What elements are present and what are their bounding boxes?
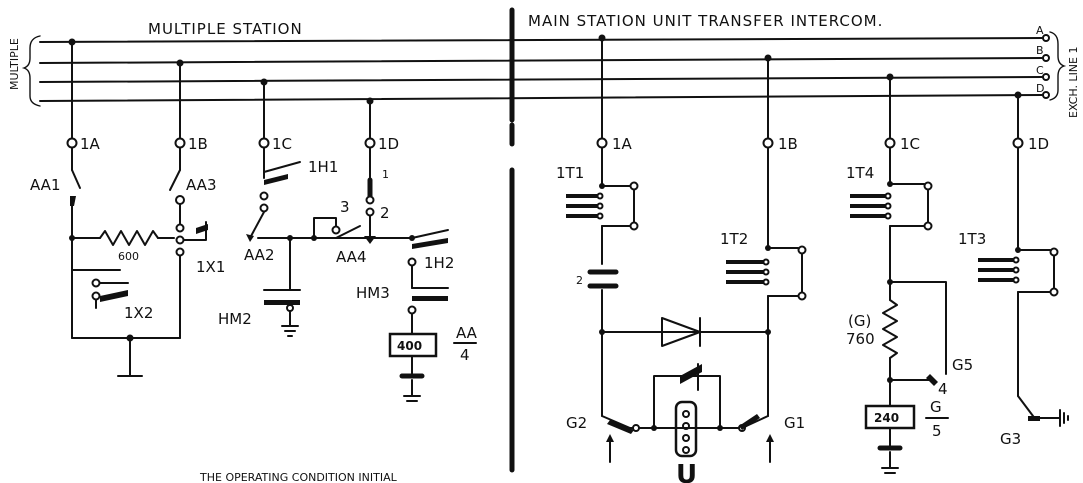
multiple-station-drops [66,38,376,149]
lamp-label: U [676,460,697,483]
main-station-title: MAIN STATION UNIT TRANSFER INTERCOM. [528,12,883,30]
label-g2: G2 [566,414,587,432]
relay-g-name: G [930,398,942,416]
1x2-contact [71,269,129,309]
g5-sub: 4 [938,380,948,398]
1x1-contact [71,221,208,377]
ms-terminal-1b: 1B [188,135,208,153]
main-station-drops [596,34,1024,149]
multiple-station-title: MULTIPLE STATION [148,20,303,38]
point-2: 2 [380,204,390,222]
label-1t3: 1T3 [958,230,986,248]
diode [601,317,769,347]
hm2-contact [263,289,301,337]
label-g3: G3 [1000,430,1021,448]
resistor-760-value: 760 [846,330,875,348]
relay-400: 400 [388,332,438,402]
aa3-contact [169,147,185,226]
exch-line-label: EXCH. LINE 1 [1067,47,1080,118]
capacitor-2 [587,269,619,417]
main-terminal-1d: 1D [1028,135,1049,153]
jack-1t3 [978,147,1069,427]
jack-1t2 [726,147,807,417]
1h1-contact [246,147,301,242]
label-1h2: 1H2 [424,254,454,272]
relay-g-num: 5 [932,422,942,440]
label-1x2: 1X2 [124,304,153,322]
label-aa2: AA2 [244,246,274,264]
main-terminal-1c: 1C [900,135,920,153]
resistor-600 [71,230,175,246]
resistor-760 [882,299,938,407]
label-g1: G1 [784,414,805,432]
ms-terminal-1a: 1A [80,135,101,153]
label-1t4: 1T4 [846,164,874,182]
resistor-600-value: 600 [118,250,139,263]
ms-terminal-1d: 1D [378,135,399,153]
exch-brace [1049,31,1067,101]
relay-aa-num: 4 [460,346,470,364]
relay-240: 240 [864,404,916,474]
label-1x1: 1X1 [196,258,225,276]
bus-label-a: A [1036,24,1044,37]
relay-400-value: 400 [397,339,422,353]
main-terminal-1b: 1B [778,135,798,153]
label-hm2: HM2 [218,310,252,328]
jack-1t4 [850,147,947,375]
multiple-side-label: MULTIPLE [8,38,21,90]
label-hm3: HM3 [356,284,390,302]
point-1: 1 [382,168,389,181]
main-terminal-1a: 1A [612,135,633,153]
bus-label-b: B [1036,44,1044,57]
label-aa1: AA1 [30,176,60,194]
capacitor-value: 2 [576,274,583,287]
relay-240-value: 240 [874,411,899,425]
resistor-760-tag: (G) [848,312,871,330]
label-1t2: 1T2 [720,230,748,248]
bus-label-d: D [1036,82,1044,95]
label-1t1: 1T1 [556,164,584,182]
relay-aa-name: AA [456,324,478,342]
aa4-column [364,147,415,244]
label-aa4: AA4 [336,248,366,266]
jack-1t1 [566,147,639,265]
ms-terminal-1c: 1C [272,135,292,153]
g2-g1-contacts [601,414,774,463]
1h2-hm3-contact [407,229,449,335]
label-aa3: AA3 [186,176,216,194]
label-g5: G5 [952,356,973,374]
point-3: 3 [340,198,350,216]
aa2-aa4-bus [257,217,371,291]
bus-lines [39,34,1050,102]
label-1h1: 1H1 [308,158,338,176]
bus-label-c: C [1036,64,1044,77]
footer-note: THE OPERATING CONDITION INITIAL [199,471,398,483]
lamp-unit [653,363,721,458]
aa1-contact [69,147,81,339]
multiple-brace [21,35,41,107]
